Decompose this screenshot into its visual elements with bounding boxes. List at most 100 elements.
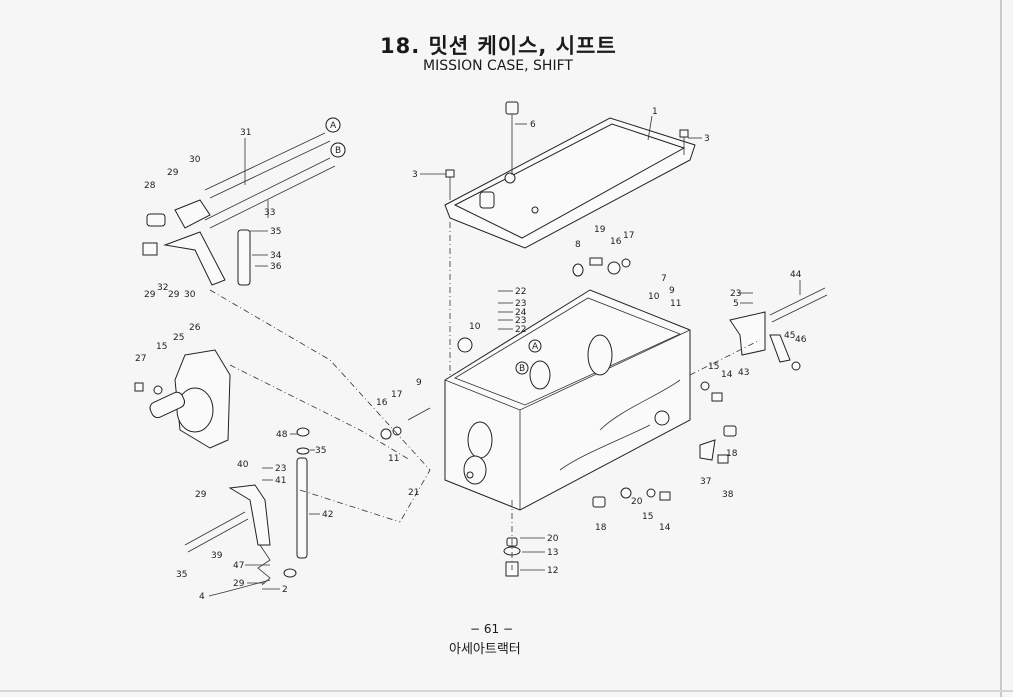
callout-29: 29 bbox=[168, 290, 180, 300]
callout-45: 45 bbox=[784, 331, 795, 341]
svg-text:A: A bbox=[532, 342, 539, 352]
callout-29: 29 bbox=[195, 490, 207, 500]
callout-14: 14 bbox=[721, 370, 733, 380]
callout-30: 30 bbox=[189, 155, 201, 165]
bolt-3-left bbox=[445, 169, 455, 200]
callout-25: 25 bbox=[173, 333, 184, 343]
callout-20: 20 bbox=[631, 497, 643, 507]
callout-38: 38 bbox=[722, 490, 734, 500]
leader-lines bbox=[208, 115, 801, 597]
callout-48: 48 bbox=[276, 430, 288, 440]
marker-b-case: B bbox=[515, 361, 529, 375]
callout-6: 6 bbox=[530, 120, 536, 130]
callout-28: 28 bbox=[144, 181, 156, 191]
plug-6 bbox=[505, 101, 519, 175]
callout-4: 4 bbox=[199, 592, 205, 602]
callout-23: 23 bbox=[515, 316, 526, 326]
assembly-line-1 bbox=[229, 364, 411, 461]
front-cover bbox=[134, 349, 231, 449]
callout-9: 9 bbox=[669, 286, 675, 296]
callout-3: 3 bbox=[412, 170, 418, 180]
callout-47: 47 bbox=[233, 561, 244, 571]
callout-36: 36 bbox=[270, 262, 282, 272]
callout-39: 39 bbox=[211, 551, 223, 561]
callout-13: 13 bbox=[547, 548, 558, 558]
callout-17: 17 bbox=[391, 390, 402, 400]
callout-3: 3 bbox=[704, 134, 710, 144]
callout-35: 35 bbox=[176, 570, 187, 580]
callout-22: 22 bbox=[515, 287, 526, 297]
callout-32: 32 bbox=[157, 283, 168, 293]
assembly-line-4 bbox=[299, 489, 401, 523]
callout-43: 43 bbox=[738, 368, 749, 378]
marker-a-upper: A bbox=[325, 117, 341, 133]
callout-1: 1 bbox=[652, 107, 658, 117]
callout-27: 27 bbox=[135, 354, 146, 364]
callout-10: 10 bbox=[648, 292, 660, 302]
top-cover bbox=[444, 117, 696, 249]
callout-11: 11 bbox=[670, 299, 681, 309]
callout-35: 35 bbox=[270, 227, 281, 237]
callout-42: 42 bbox=[322, 510, 333, 520]
marker-a-case: A bbox=[528, 339, 542, 353]
callout-16: 16 bbox=[376, 398, 388, 408]
page-bottom-edge bbox=[0, 690, 1013, 692]
right-small-parts bbox=[296, 257, 737, 577]
callout-18: 18 bbox=[595, 523, 607, 533]
callout-15: 15 bbox=[642, 512, 653, 522]
page-title: 18. 밋션 케이스, 시프트 bbox=[380, 34, 617, 58]
mission-case bbox=[444, 289, 691, 511]
right-shift-lever bbox=[729, 287, 828, 371]
marker-b-upper: B bbox=[330, 142, 346, 158]
callout-35: 35 bbox=[315, 446, 326, 456]
callout-29: 29 bbox=[233, 579, 245, 589]
callout-8: 8 bbox=[575, 240, 581, 250]
callout-14: 14 bbox=[659, 523, 671, 533]
callout-22: 22 bbox=[515, 325, 526, 335]
callout-labels: 1 3 3 6 8 19 16 17 7 9 10 11 22 23 24 23… bbox=[135, 107, 807, 602]
callout-21: 21 bbox=[408, 488, 419, 498]
callout-37: 37 bbox=[700, 477, 711, 487]
svg-text:A: A bbox=[330, 121, 337, 131]
callout-41: 41 bbox=[275, 476, 286, 486]
publisher-name: 아세아트랙터 bbox=[449, 642, 521, 657]
callout-23: 23 bbox=[515, 299, 526, 309]
callout-20: 20 bbox=[547, 534, 559, 544]
page-number: − 61 − bbox=[470, 622, 514, 636]
callout-30: 30 bbox=[184, 290, 196, 300]
svg-text:B: B bbox=[335, 146, 341, 156]
oil-seal-10 bbox=[457, 337, 473, 353]
callout-44: 44 bbox=[790, 270, 802, 280]
callout-31: 31 bbox=[240, 128, 251, 138]
callout-5: 5 bbox=[733, 299, 739, 309]
callout-29: 29 bbox=[167, 168, 179, 178]
page-edge bbox=[1000, 0, 1002, 697]
callout-24: 24 bbox=[515, 308, 527, 318]
shift-rods-upper bbox=[142, 117, 346, 286]
callout-9: 9 bbox=[416, 378, 422, 388]
callout-23: 23 bbox=[275, 464, 286, 474]
callout-40: 40 bbox=[237, 460, 249, 470]
callout-33: 33 bbox=[264, 208, 275, 218]
callout-2: 2 bbox=[282, 585, 288, 595]
callout-16: 16 bbox=[610, 237, 622, 247]
lower-fork-assembly bbox=[184, 457, 308, 593]
bolt-3-right bbox=[679, 129, 689, 155]
assembly-line-2 bbox=[209, 289, 431, 523]
callout-15: 15 bbox=[708, 362, 719, 372]
callout-26: 26 bbox=[189, 323, 201, 333]
callout-23: 23 bbox=[730, 289, 741, 299]
callout-7: 7 bbox=[661, 274, 667, 284]
svg-text:B: B bbox=[519, 364, 525, 374]
callout-12: 12 bbox=[547, 566, 558, 576]
page-subtitle: MISSION CASE, SHIFT bbox=[423, 58, 573, 74]
callout-18: 18 bbox=[726, 449, 738, 459]
callout-11: 11 bbox=[388, 454, 399, 464]
callout-17: 17 bbox=[623, 231, 634, 241]
callout-15: 15 bbox=[156, 342, 167, 352]
assembly-line-3 bbox=[689, 339, 761, 376]
callout-34: 34 bbox=[270, 251, 282, 261]
callout-10: 10 bbox=[469, 322, 481, 332]
